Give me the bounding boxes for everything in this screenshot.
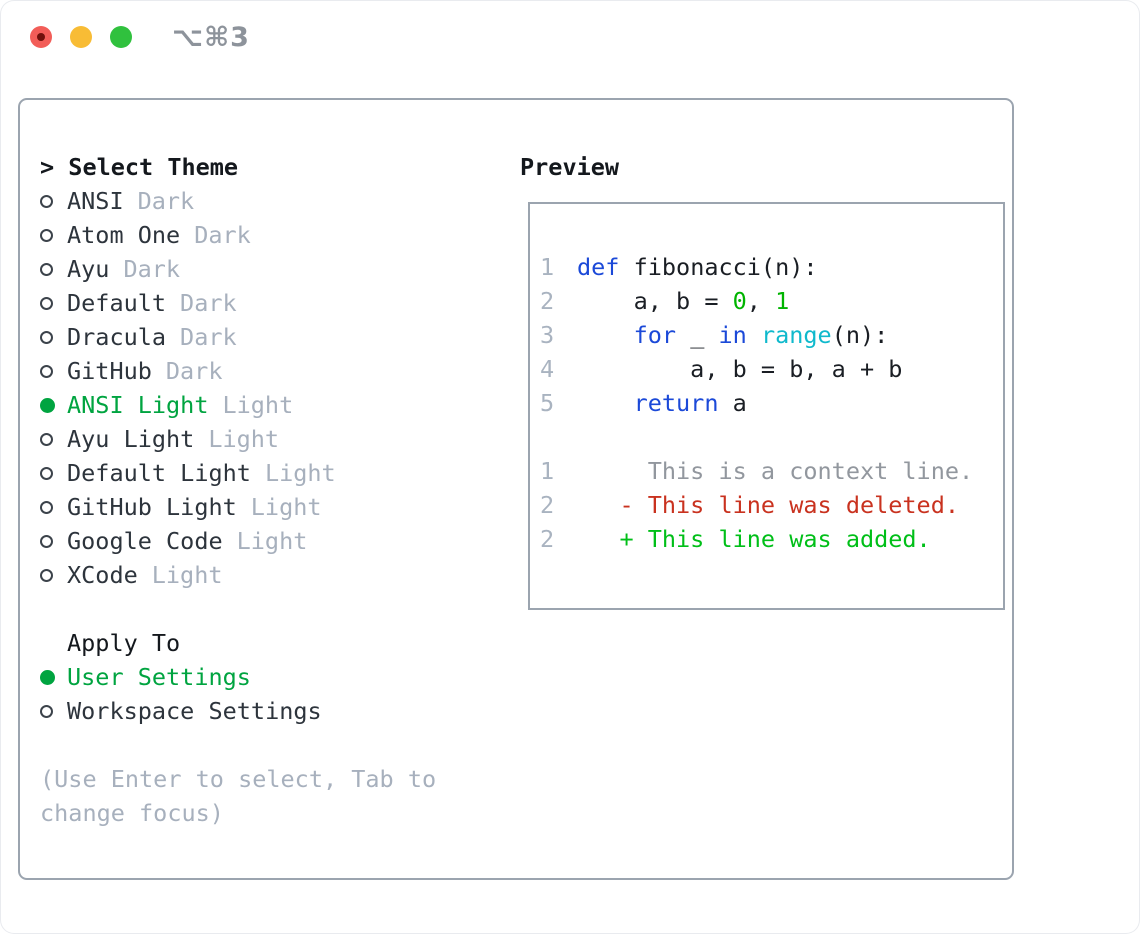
theme-variant: Dark (180, 323, 237, 351)
theme-option-default-light[interactable]: Default Light Light (40, 456, 480, 490)
line-number: 2 (540, 525, 555, 553)
zoom-button[interactable] (110, 26, 132, 48)
line-number: 2 (540, 491, 555, 519)
theme-option-google-code[interactable]: Google Code Light (40, 524, 480, 558)
diff-line-context: 1 This is a context line. (540, 454, 1003, 488)
theme-option-github-light[interactable]: GitHub Light Light (40, 490, 480, 524)
theme-name: GitHub Light (67, 493, 237, 521)
radio-icon (40, 534, 53, 548)
help-text: (Use Enter to select, Tab to change focu… (40, 765, 437, 827)
line-number: 3 (540, 321, 555, 349)
theme-name: GitHub (67, 357, 152, 385)
theme-variant: Dark (137, 187, 195, 215)
theme-variant: Light (222, 391, 294, 419)
line-number: 4 (540, 355, 555, 383)
theme-name: Default (67, 289, 167, 317)
theme-variant: Light (151, 561, 223, 589)
theme-variant: Dark (194, 221, 251, 249)
diff-line-added: 2 + This line was added. (540, 522, 1003, 556)
theme-option-atom-one[interactable]: Atom One Dark (40, 218, 480, 252)
radio-icon (40, 704, 53, 718)
theme-option-ayu-light[interactable]: Ayu Light Light (40, 422, 480, 456)
close-button[interactable] (30, 26, 52, 48)
theme-name: Dracula (67, 323, 167, 351)
theme-option-dracula[interactable]: Dracula Dark (40, 320, 480, 354)
radio-icon (40, 330, 53, 344)
radio-icon (40, 568, 53, 582)
code-line: 2 a, b = 0, 1 (540, 284, 1003, 318)
unsaved-dot-icon (37, 33, 45, 41)
preview-title: Preview (520, 153, 620, 181)
radio-icon (40, 262, 53, 276)
theme-variant: Light (236, 527, 308, 555)
apply-option-label: Workspace Settings (67, 697, 322, 725)
radio-icon (40, 466, 53, 480)
theme-option-default[interactable]: Default Dark (40, 286, 480, 320)
code-line: 3 for _ in range(n): (540, 318, 1003, 352)
prompt-marker: > (40, 153, 69, 181)
theme-name: Atom One (67, 221, 181, 249)
theme-name: Ayu Light (67, 425, 195, 453)
radio-icon (40, 228, 53, 242)
apply-option-user-settings[interactable]: User Settings (40, 660, 480, 694)
titlebar: ⌥⌘3 (0, 0, 1140, 72)
apply-to-heading: Apply To (67, 629, 181, 657)
theme-variant: Light (250, 493, 322, 521)
line-number: 1 (540, 253, 555, 281)
radio-icon (40, 194, 53, 208)
theme-variant: Dark (165, 357, 223, 385)
radio-selected-icon (40, 397, 55, 413)
theme-variant: Dark (123, 255, 181, 283)
theme-name: XCode (67, 561, 138, 589)
code-line: 5 return a (540, 386, 1003, 420)
theme-name: Default Light (67, 459, 251, 487)
line-number: 1 (540, 457, 555, 485)
theme-variant: Dark (180, 289, 237, 317)
radio-icon (40, 500, 53, 514)
theme-name: ANSI (67, 187, 124, 215)
minimize-button[interactable] (70, 26, 92, 48)
theme-option-xcode[interactable]: XCode Light (40, 558, 480, 592)
select-theme-heading: > Select Theme (40, 150, 480, 184)
radio-icon (40, 296, 53, 310)
theme-option-ansi-light[interactable]: ANSI Light Light (40, 388, 480, 422)
line-number: 5 (540, 389, 555, 417)
theme-name: Ayu (67, 255, 110, 283)
diff-sample: 1 This is a context line.2 - This line w… (540, 454, 1003, 556)
code-line: 4 a, b = b, a + b (540, 352, 1003, 386)
theme-variant: Light (264, 459, 336, 487)
theme-option-github[interactable]: GitHub Dark (40, 354, 480, 388)
theme-option-ansi[interactable]: ANSI Dark (40, 184, 480, 218)
diff-line-deleted: 2 - This line was deleted. (540, 488, 1003, 522)
select-theme-title: Select Theme (68, 153, 239, 181)
theme-name: ANSI Light (67, 391, 209, 419)
theme-variant: Light (208, 425, 280, 453)
theme-name: Google Code (67, 527, 223, 555)
line-number: 2 (540, 287, 555, 315)
theme-option-ayu[interactable]: Ayu Dark (40, 252, 480, 286)
radio-icon (40, 364, 53, 378)
radio-selected-icon (40, 669, 55, 685)
window-shortcut-label: ⌥⌘3 (172, 22, 250, 53)
apply-option-workspace-settings[interactable]: Workspace Settings (40, 694, 480, 728)
radio-icon (40, 432, 53, 446)
apply-option-label: User Settings (67, 663, 251, 691)
